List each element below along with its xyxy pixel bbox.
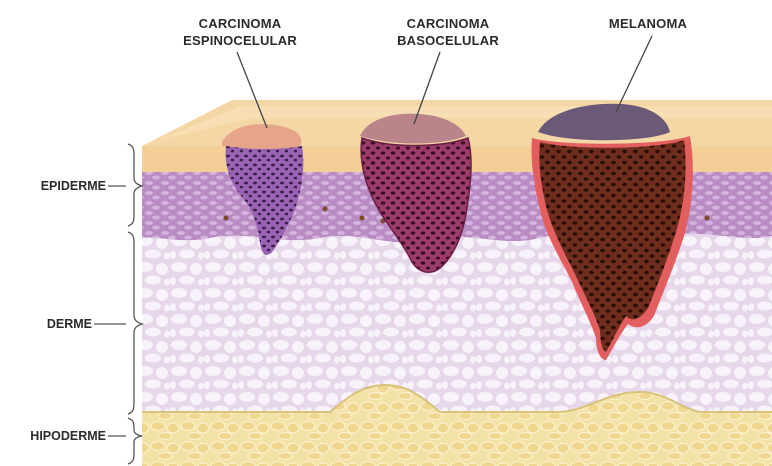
melanocyte bbox=[323, 207, 328, 212]
label-squamous-line1: CARCINOMA bbox=[199, 16, 282, 31]
layer-ticks bbox=[94, 186, 126, 436]
bracket-hypodermis bbox=[128, 418, 142, 464]
melanocyte bbox=[360, 216, 365, 221]
bracket-dermis bbox=[128, 232, 142, 414]
label-basal-line1: CARCINOMA bbox=[407, 16, 490, 31]
dermis-layer bbox=[142, 234, 772, 412]
layer-brackets bbox=[128, 144, 142, 464]
melanocyte bbox=[705, 216, 710, 221]
label-dermis: DERME bbox=[47, 317, 92, 331]
label-epidermis: EPIDERME bbox=[41, 179, 106, 193]
label-hypodermis: HIPODERME bbox=[30, 429, 106, 443]
bracket-epidermis bbox=[128, 144, 142, 226]
label-squamous-line2: ESPINOCELULAR bbox=[183, 33, 297, 48]
melanocyte bbox=[224, 216, 229, 221]
label-melanoma: MELANOMA bbox=[609, 16, 688, 31]
label-basal-line2: BASOCELULAR bbox=[397, 33, 499, 48]
